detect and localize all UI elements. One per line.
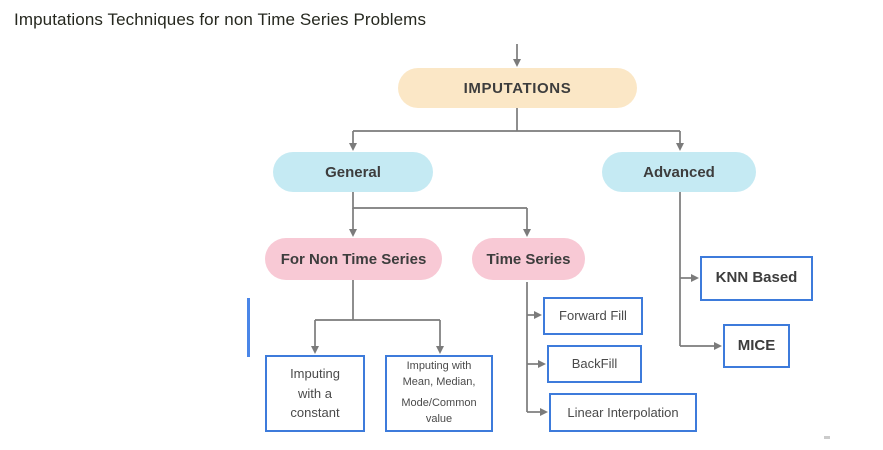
node-advanced: Advanced: [602, 152, 756, 192]
page-title: Imputations Techniques for non Time Seri…: [14, 10, 427, 29]
node-imputing-stats-line2: Mode/Common value: [401, 397, 477, 425]
node-general: General: [273, 152, 433, 192]
node-imputing-constant-label: Imputing with a constant: [290, 366, 340, 421]
node-imputations: IMPUTATIONS: [398, 68, 637, 108]
node-imputing-constant: Imputing with a constant: [265, 355, 365, 432]
node-linear-interpolation: Linear Interpolation: [549, 393, 697, 432]
node-mice: MICE: [723, 324, 790, 368]
node-backfill: BackFill: [547, 345, 642, 383]
node-knn-based: KNN Based: [700, 256, 813, 301]
node-forward-fill: Forward Fill: [543, 297, 643, 335]
stray-artifact-mark: [824, 436, 830, 439]
stray-caret-line: [247, 298, 250, 357]
node-time-series: Time Series: [472, 238, 585, 280]
node-for-non-time-series: For Non Time Series: [265, 238, 442, 280]
node-imputing-stats: Imputing with Mean, Median, Mode/Common …: [385, 355, 493, 432]
node-imputing-stats-line1: Imputing with Mean, Median,: [402, 360, 476, 389]
